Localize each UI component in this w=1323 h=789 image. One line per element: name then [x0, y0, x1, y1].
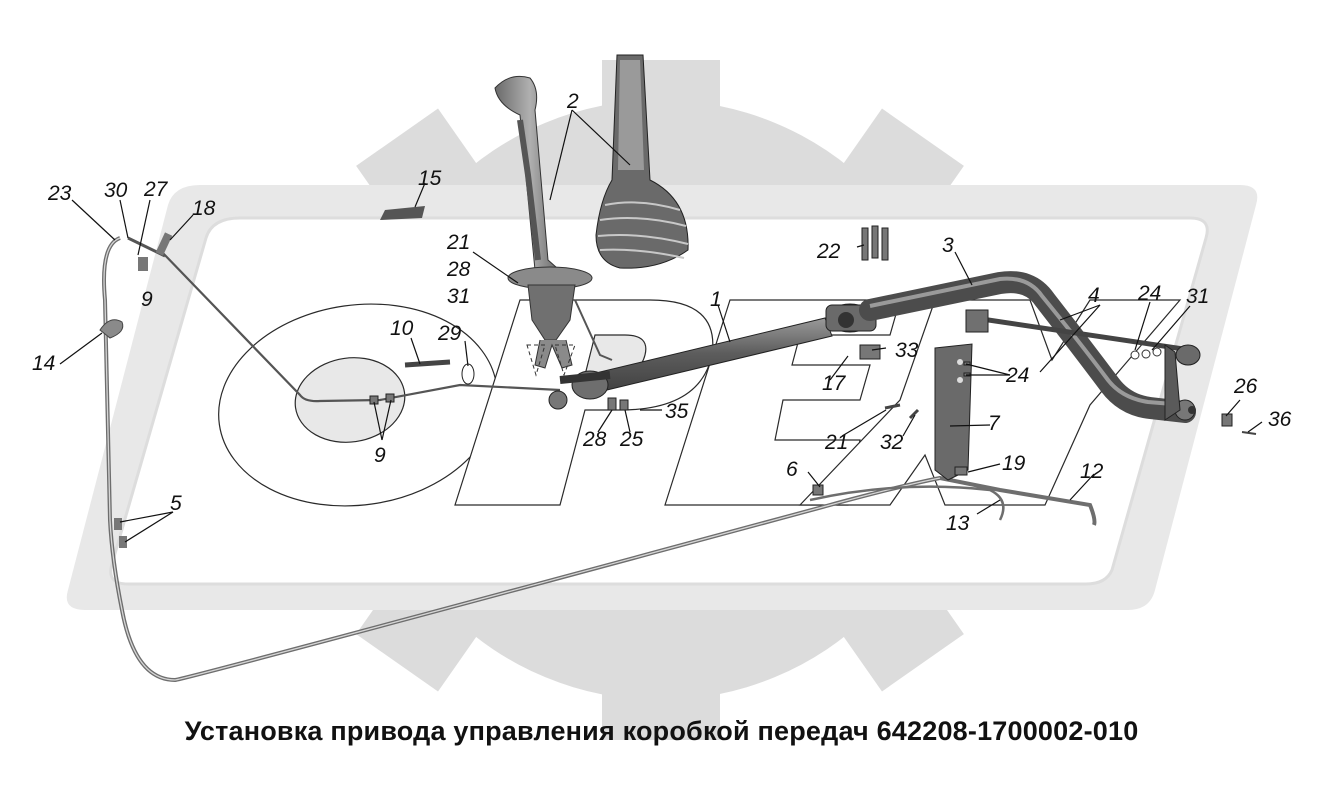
callout-21a: 21: [446, 231, 470, 254]
lever-boot: [595, 54, 689, 269]
callout-3: 3: [942, 234, 954, 257]
callout-28a: 28: [446, 258, 471, 281]
callout-15: 15: [418, 167, 442, 190]
callout-9b: 9: [374, 444, 386, 467]
cable-13: [809, 485, 1005, 521]
callout-36: 36: [1268, 408, 1292, 431]
callout-23: 23: [47, 182, 72, 205]
callout-29: 29: [437, 322, 462, 345]
callout-1: 1: [710, 288, 722, 311]
bar-4: [965, 309, 1201, 421]
callout-2: 2: [566, 90, 579, 113]
clamp-14: [99, 319, 124, 339]
callout-25: 25: [619, 428, 644, 451]
callout-35: 35: [665, 400, 689, 423]
callout-12: 12: [1080, 460, 1104, 483]
leader-lines: [59, 109, 1263, 543]
callout-31a: 31: [447, 285, 470, 308]
callout-24a: 24: [1137, 282, 1161, 305]
callout-22: 22: [816, 240, 841, 263]
callout-28b: 28: [582, 428, 607, 451]
callout-30: 30: [104, 179, 128, 202]
callout-32: 32: [880, 431, 904, 454]
callout-10: 10: [390, 317, 414, 340]
callout-6: 6: [786, 458, 798, 481]
callout-17: 17: [822, 372, 847, 395]
callout-19: 19: [1002, 452, 1026, 475]
lever-mount: [507, 266, 613, 369]
callout-7: 7: [988, 412, 1001, 435]
rod-1: [548, 317, 833, 410]
shift-lever: [494, 75, 566, 286]
fasteners: [369, 225, 1257, 496]
parts: [99, 54, 1257, 683]
callouts: 1 2 3 4 5 6 7 9 9 10 12 13 14 15 17 18 1…: [32, 90, 1292, 543]
figure-caption: Установка привода управления коробкой пе…: [184, 716, 1139, 746]
callout-9a: 9: [141, 288, 153, 311]
callout-26: 26: [1233, 375, 1258, 398]
callout-33: 33: [895, 339, 919, 362]
callout-31b: 31: [1186, 285, 1209, 308]
callout-27: 27: [143, 178, 169, 201]
callout-14: 14: [32, 352, 55, 375]
callout-4: 4: [1088, 284, 1100, 307]
callout-13: 13: [946, 512, 970, 535]
callout-5: 5: [170, 492, 182, 515]
watermark: [66, 60, 1258, 740]
decal-15: [380, 206, 425, 220]
callout-21b: 21: [824, 431, 848, 454]
rod-thin: [159, 249, 561, 403]
callout-18: 18: [192, 197, 216, 220]
callout-24b: 24: [1005, 364, 1029, 387]
